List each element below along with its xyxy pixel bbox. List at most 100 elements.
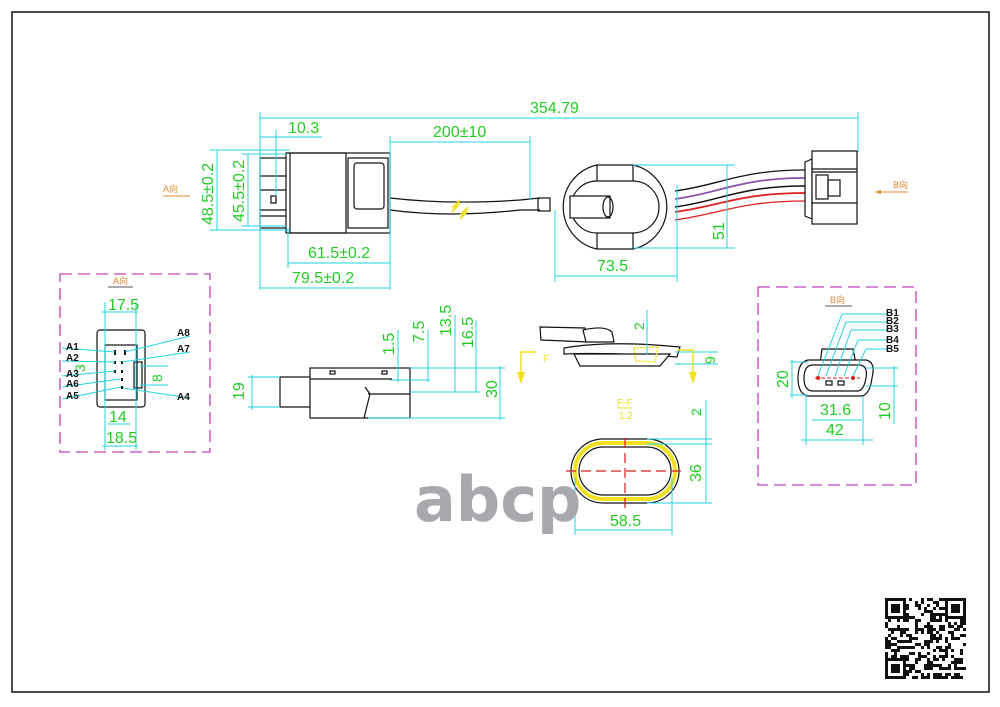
qr-module	[885, 613, 888, 616]
qr-module	[903, 655, 906, 658]
qr-module	[897, 619, 900, 622]
pin-a7: A7	[177, 344, 190, 355]
dim-height-inner: 45.5±0.2	[231, 160, 248, 222]
qr-module	[945, 610, 948, 613]
dim-offset: 10.3	[288, 120, 319, 137]
qr-module	[903, 667, 906, 670]
qr-module	[915, 619, 918, 622]
qr-module	[888, 643, 891, 646]
qr-module	[960, 649, 963, 652]
qr-module	[963, 634, 966, 637]
view-a-width-bottom: 18.5	[106, 430, 137, 447]
qr-module	[963, 643, 966, 646]
qr-module	[903, 604, 906, 607]
qr-module	[894, 676, 897, 679]
qr-module	[897, 649, 900, 652]
qr-module	[939, 613, 942, 616]
qr-module	[939, 628, 942, 631]
qr-module	[930, 664, 933, 667]
qr-module	[903, 601, 906, 604]
qr-module	[906, 619, 909, 622]
svg-text:B向: B向	[893, 179, 908, 190]
qr-module	[897, 598, 900, 601]
svg-text:A向: A向	[163, 183, 178, 194]
qr-module	[906, 664, 909, 667]
qr-module	[936, 637, 939, 640]
qr-module	[942, 667, 945, 670]
qr-module	[921, 655, 924, 658]
qr-module	[954, 664, 957, 667]
qr-module	[936, 640, 939, 643]
qr-module	[927, 664, 930, 667]
qr-module	[954, 676, 957, 679]
grommet-thickness: 2	[631, 322, 647, 330]
qr-module	[927, 640, 930, 643]
qr-module	[951, 655, 954, 658]
qr-module	[885, 664, 888, 667]
qr-module	[903, 664, 906, 667]
view-b-panel: B向 B1 B2 B3 B4 B5	[757, 286, 917, 486]
qr-module	[939, 598, 942, 601]
qr-module	[945, 607, 948, 610]
qr-module	[909, 670, 912, 673]
qr-module	[963, 619, 966, 622]
qr-module	[900, 634, 903, 637]
qr-module	[927, 604, 930, 607]
view-b-overall-width: 42	[826, 422, 844, 439]
qr-module	[963, 628, 966, 631]
qr-module	[906, 628, 909, 631]
qr-module	[918, 604, 921, 607]
qr-module	[903, 607, 906, 610]
qr-module	[912, 637, 915, 640]
qr-module	[891, 667, 894, 670]
pin-a4: A4	[177, 392, 190, 403]
qr-module	[891, 637, 894, 640]
qr-module	[933, 673, 936, 676]
qr-module	[948, 646, 951, 649]
qr-module	[930, 625, 933, 628]
qr-module	[906, 607, 909, 610]
qr-module	[891, 655, 894, 658]
qr-module	[885, 625, 888, 628]
section-scale: 1:2	[619, 411, 633, 422]
dimension-lines	[210, 112, 859, 290]
qr-module	[939, 646, 942, 649]
qr-module	[927, 676, 930, 679]
qr-module	[885, 601, 888, 604]
qr-module	[903, 646, 906, 649]
qr-module	[909, 616, 912, 619]
qr-module	[903, 676, 906, 679]
qr-module	[903, 616, 906, 619]
qr-module	[939, 619, 942, 622]
qr-module	[939, 664, 942, 667]
qr-module	[963, 604, 966, 607]
qr-module	[906, 673, 909, 676]
qr-module	[957, 658, 960, 661]
qr-module	[930, 610, 933, 613]
qr-module	[894, 616, 897, 619]
qr-module	[894, 658, 897, 661]
qr-module	[894, 628, 897, 631]
wire-bundle	[674, 169, 806, 221]
qr-module	[939, 676, 942, 679]
qr-module	[936, 604, 939, 607]
qr-module	[915, 625, 918, 628]
pin-b1: B1	[886, 308, 899, 319]
qr-module	[948, 625, 951, 628]
side-d1: 1.5	[381, 333, 398, 355]
qr-module	[951, 610, 954, 613]
qr-module	[888, 646, 891, 649]
qr-module	[936, 673, 939, 676]
qr-module	[930, 634, 933, 637]
qr-module	[900, 655, 903, 658]
qr-module	[909, 646, 912, 649]
qr-module	[942, 655, 945, 658]
qr-module	[948, 673, 951, 676]
qr-module	[915, 622, 918, 625]
top-view: A向 B向	[163, 100, 908, 290]
qr-module	[924, 625, 927, 628]
qr-module	[951, 676, 954, 679]
qr-module	[897, 607, 900, 610]
qr-module	[909, 637, 912, 640]
section-marker-f: F	[517, 349, 697, 384]
